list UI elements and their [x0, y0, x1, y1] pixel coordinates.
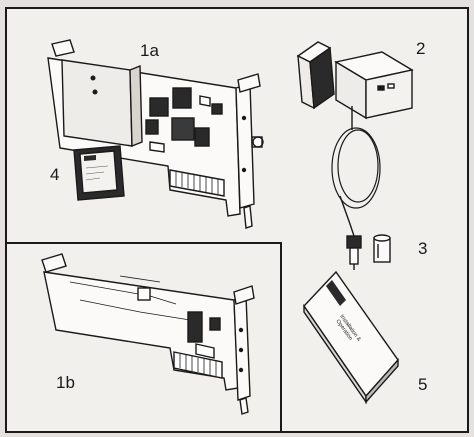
callout-5: 5 [418, 375, 427, 394]
callout-1b: 1b [56, 373, 75, 392]
expansion-board-1a [47, 39, 264, 229]
callout-3: 3 [418, 239, 427, 258]
callout-2: 2 [416, 39, 425, 58]
callout-4: 4 [50, 165, 59, 184]
floppy-disk-4 [73, 145, 125, 201]
manual-5 [303, 270, 399, 405]
callout-1a: 1a [140, 41, 159, 60]
expansion-board-1b [41, 253, 255, 415]
connectors-3 [346, 234, 391, 270]
transceiver-2 [296, 41, 414, 237]
